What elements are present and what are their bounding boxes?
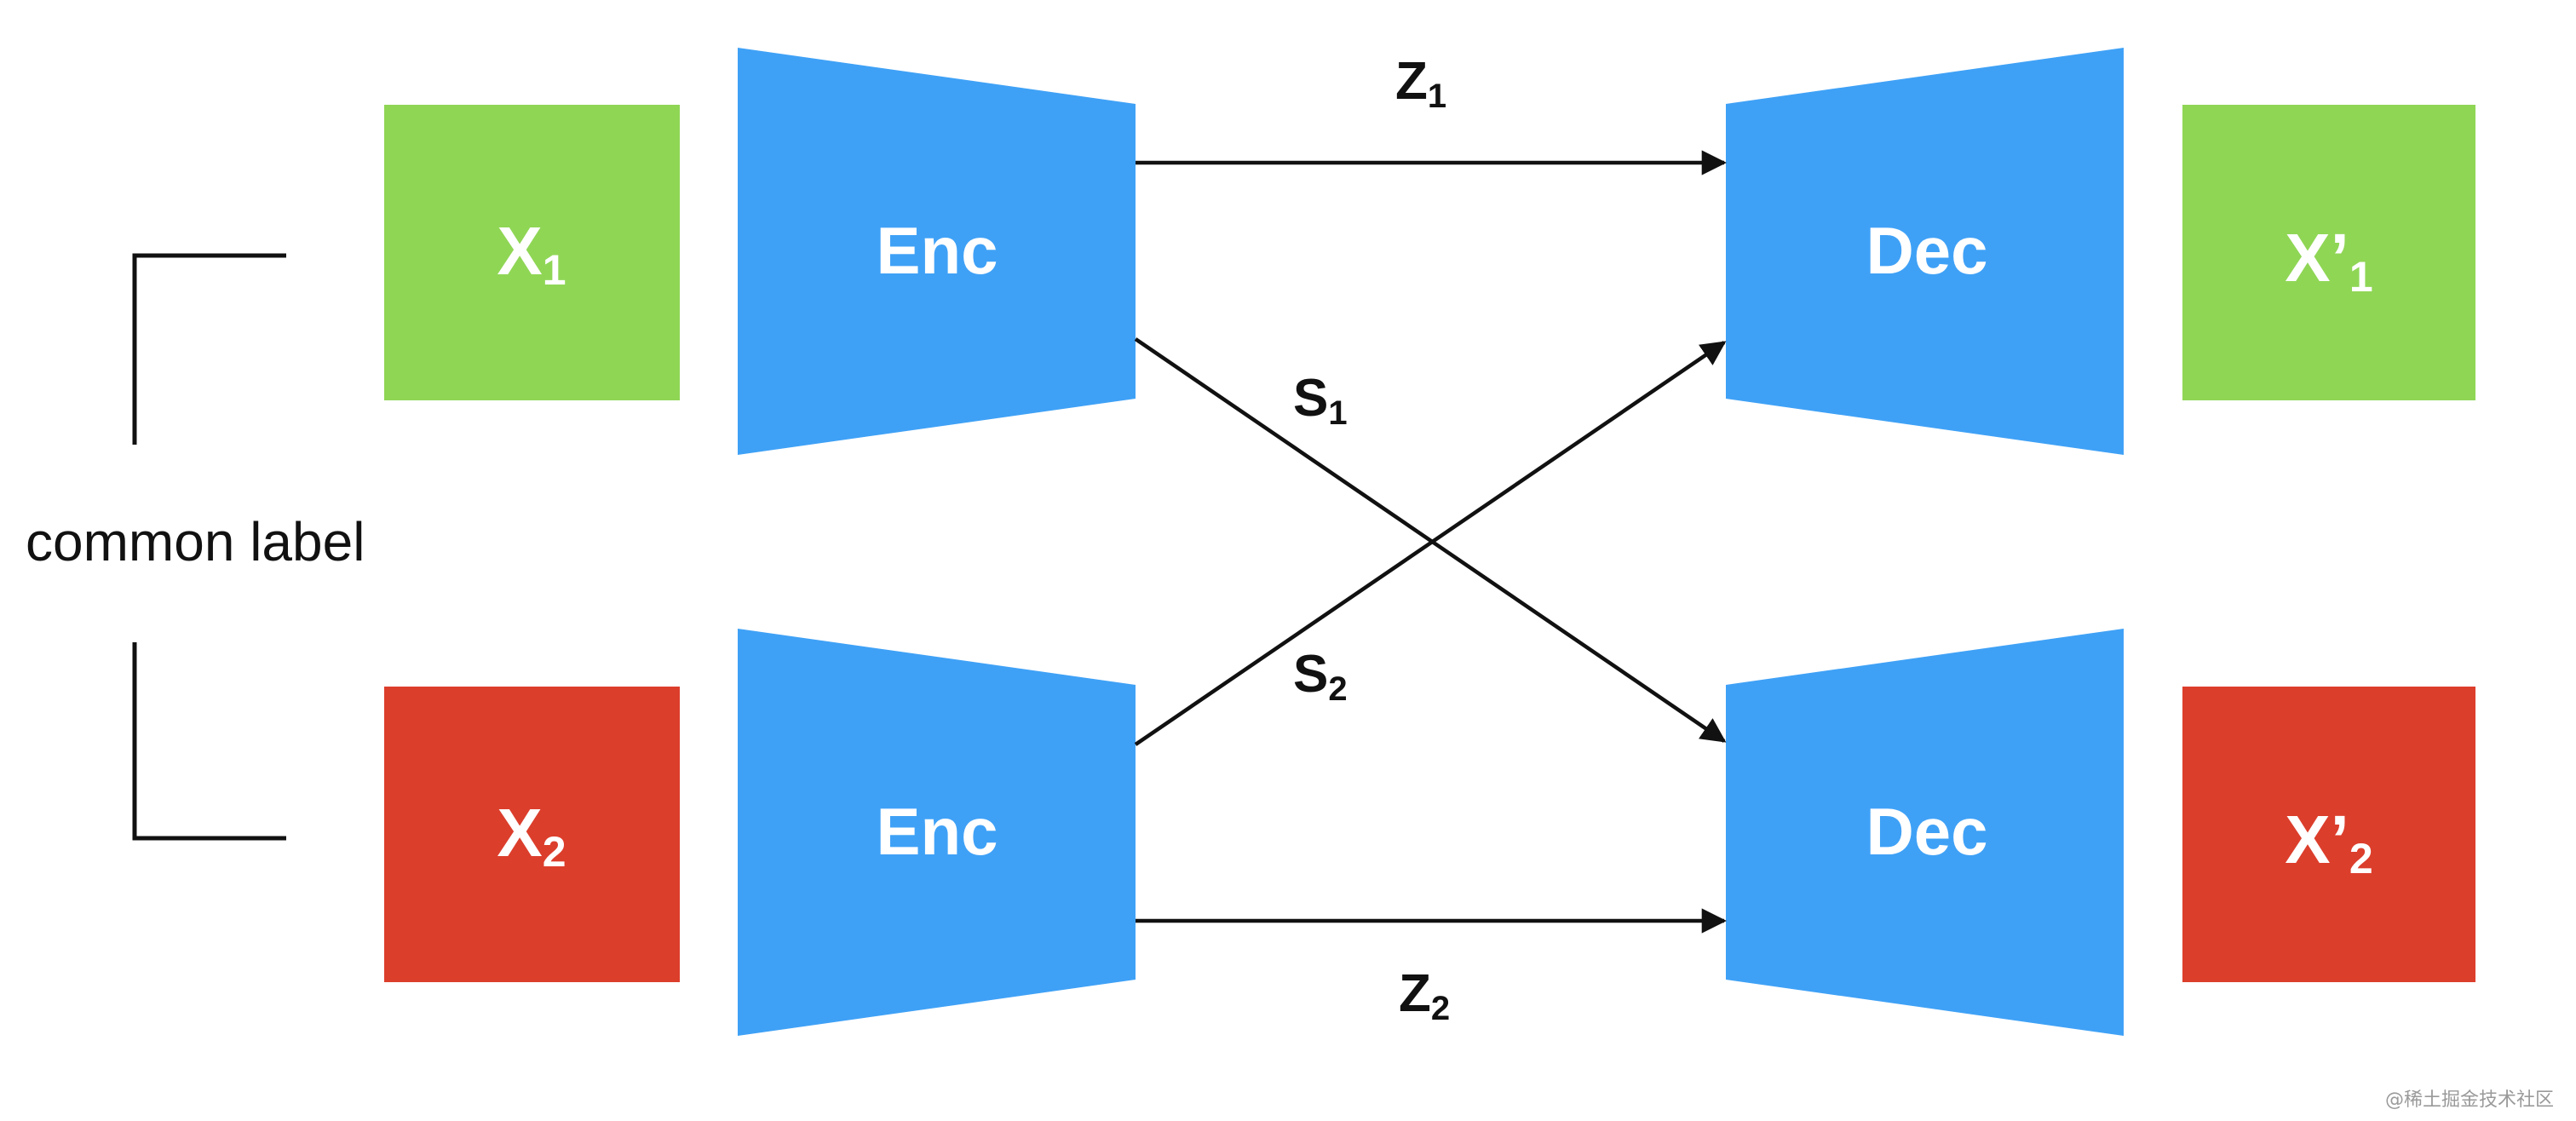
input-box-1-rect [384, 105, 680, 400]
input-box-1-label: X1 [497, 213, 566, 294]
decoder-1: Dec [1726, 48, 2124, 455]
input-box-2-label: X2 [497, 795, 566, 876]
decoder-2-shape [1726, 629, 2124, 1036]
common-label-bracket: common label [26, 253, 365, 841]
encoder-2-shape [738, 629, 1136, 1036]
input-box-2-rect [384, 687, 680, 982]
edge-label-z1: Z1 [1395, 52, 1446, 115]
edge-label-z2: Z2 [1399, 964, 1450, 1027]
decoder-1-shape [1726, 48, 2124, 455]
encoder-2: Enc [738, 629, 1136, 1036]
output-box-1: X’1 [2182, 105, 2475, 400]
output-box-1-label: X’1 [2285, 220, 2372, 301]
decoder-2: Dec [1726, 629, 2124, 1036]
input-box-2: X2 [384, 687, 680, 982]
output-box-2-rect [2182, 687, 2475, 982]
arrow-s2 [1134, 341, 1727, 746]
arrows [1134, 150, 1727, 934]
edge-label-s2: S2 [1293, 645, 1348, 708]
encoder-2-label: Enc [876, 794, 998, 869]
common-label-text: common label [26, 511, 365, 572]
decoder-2-label: Dec [1866, 794, 1987, 869]
arrow-s1 [1134, 337, 1727, 743]
input-box-1: X1 [384, 105, 680, 400]
bracket-top [132, 253, 286, 445]
edge-label-s1: S1 [1293, 369, 1348, 432]
output-box-2-label: X’2 [2285, 802, 2372, 882]
output-box-1-rect [2182, 105, 2475, 400]
output-box-2: X’2 [2182, 687, 2475, 982]
watermark: @稀土掘金技术社区 [2385, 1089, 2554, 1111]
encoder-1-label: Enc [876, 213, 998, 288]
encoder-1: Enc [738, 48, 1136, 455]
bracket-bottom [132, 642, 286, 841]
decoder-1-label: Dec [1866, 213, 1987, 288]
encoder-1-shape [738, 48, 1136, 455]
